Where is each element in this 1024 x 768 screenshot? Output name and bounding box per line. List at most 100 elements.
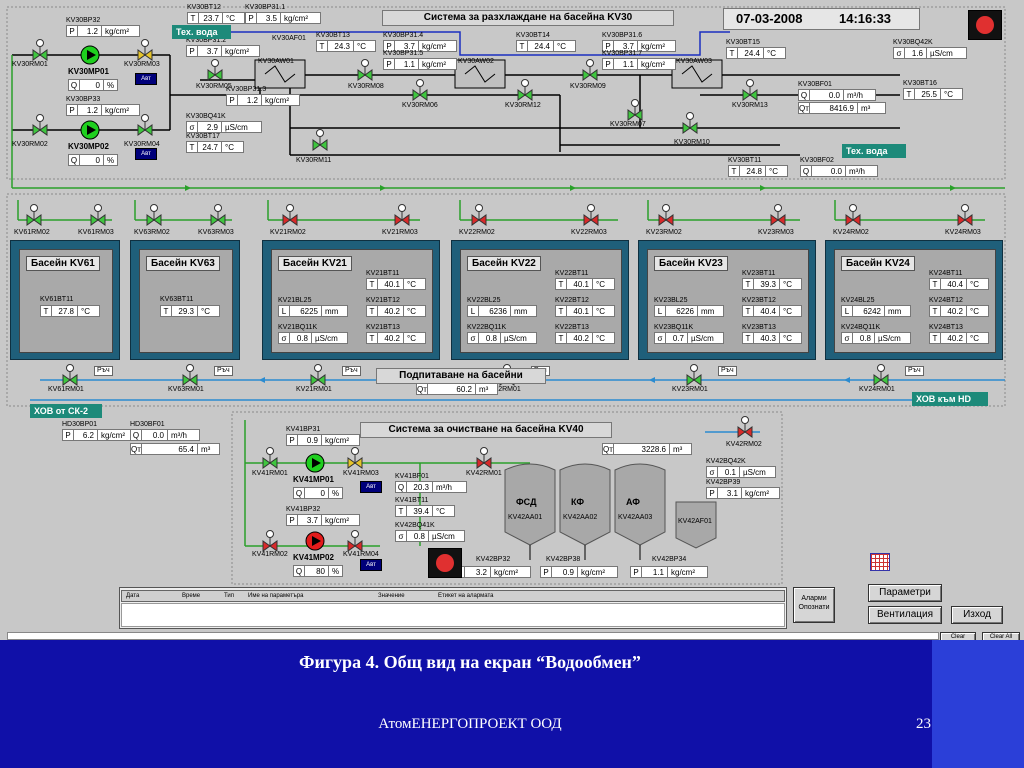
pump-icon[interactable]	[305, 453, 325, 473]
value-number: 3.7	[395, 40, 419, 52]
valve-icon[interactable]	[347, 447, 363, 469]
valve-icon[interactable]	[182, 364, 198, 386]
valve-icon[interactable]	[471, 204, 487, 226]
value-type: P	[286, 434, 298, 446]
mode-badge[interactable]: Авт	[360, 481, 382, 493]
valve-icon[interactable]	[347, 530, 363, 552]
alarms-ack-button[interactable]: Аларми Опознати	[793, 587, 835, 623]
pool-body: Басейн KV61	[19, 249, 113, 353]
valve-icon[interactable]	[312, 129, 328, 151]
value-type: T	[366, 332, 378, 344]
valve-icon[interactable]	[262, 447, 278, 469]
value-type: T	[187, 12, 199, 24]
valve-icon[interactable]	[262, 530, 278, 552]
valve-label: KV24RM02	[833, 229, 869, 236]
valve-icon[interactable]	[682, 112, 698, 134]
value-unit: µS/cm	[875, 332, 911, 344]
clear-button[interactable]: Clear	[940, 632, 976, 640]
valve-icon[interactable]	[26, 204, 42, 226]
valve-icon[interactable]	[627, 99, 643, 121]
clear-all-button[interactable]: Clear All	[982, 632, 1020, 640]
value-number: 40.3	[754, 332, 780, 344]
tag-label: KV22BL25	[467, 297, 501, 304]
value-unit: kg/cm²	[322, 434, 360, 446]
filter-name: КФ	[571, 497, 585, 507]
value-number: 3.7	[614, 40, 638, 52]
pump-icon[interactable]	[305, 531, 325, 551]
value-type: P	[540, 566, 552, 578]
tag-label: KV23BQ11K	[654, 324, 694, 331]
vent-button[interactable]: Вентилация	[868, 606, 942, 624]
tag-label: KV24BT13	[929, 324, 963, 331]
valve-icon[interactable]	[658, 204, 674, 226]
valve-icon[interactable]	[210, 204, 226, 226]
pump-icon[interactable]	[80, 45, 100, 65]
pool-title: Басейн KV24	[841, 256, 915, 271]
valve-label: KV30RM08	[348, 83, 384, 90]
tag-label: KV23BT13	[742, 324, 776, 331]
valve-icon[interactable]	[583, 204, 599, 226]
equipment-label: KV30AW01	[258, 58, 294, 65]
tag-label: KV41BT11	[395, 497, 429, 504]
valve-icon[interactable]	[394, 204, 410, 226]
value-number: 40.1	[378, 278, 404, 290]
value-type: L	[841, 305, 853, 317]
mode-badge[interactable]: Авт	[135, 148, 157, 160]
valve-icon[interactable]	[357, 59, 373, 81]
kv40-title: Система за очистване на басейна KV40	[360, 422, 612, 438]
valve-icon[interactable]	[90, 204, 106, 226]
pool-title: Басейн KV23	[654, 256, 728, 271]
valve-icon[interactable]	[476, 447, 492, 469]
alarm-column-header: Време	[182, 593, 201, 599]
valve-icon[interactable]	[32, 39, 48, 61]
emergency-stop-button-kv40[interactable]	[428, 548, 462, 578]
pump-icon[interactable]	[80, 120, 100, 140]
value-unit: °C	[941, 88, 963, 100]
valve-icon[interactable]	[957, 204, 973, 226]
valve-icon[interactable]	[146, 204, 162, 226]
valve-icon[interactable]	[32, 114, 48, 136]
valve-icon[interactable]	[282, 204, 298, 226]
pump-name: KV41MP01	[293, 475, 334, 484]
alarm-list[interactable]	[121, 603, 785, 627]
valve-icon[interactable]	[737, 416, 753, 438]
value-unit: °C	[780, 305, 802, 317]
mode-badge[interactable]: Авт	[135, 73, 157, 85]
valve-icon[interactable]	[310, 364, 326, 386]
value-type: Qт	[416, 383, 428, 395]
value-number: 40.2	[567, 332, 593, 344]
value-number: 6226	[666, 305, 698, 317]
value-unit: mm	[322, 305, 348, 317]
emergency-stop-button[interactable]	[968, 10, 1002, 40]
valve-icon[interactable]	[207, 59, 223, 81]
manual-badge[interactable]: Ръч	[342, 366, 361, 376]
grid-icon[interactable]	[870, 553, 890, 571]
valve-icon[interactable]	[137, 114, 153, 136]
valve-icon[interactable]	[62, 364, 78, 386]
valve-icon[interactable]	[517, 79, 533, 101]
mode-badge[interactable]: Авт	[360, 559, 382, 571]
valve-icon[interactable]	[686, 364, 702, 386]
manual-badge[interactable]: Ръч	[718, 366, 737, 376]
value-number: 1.1	[395, 58, 419, 70]
valve-icon[interactable]	[412, 79, 428, 101]
value-unit: kg/cm²	[322, 514, 360, 526]
manual-badge[interactable]: Ръч	[94, 366, 113, 376]
exit-button[interactable]: Изход	[951, 606, 1003, 624]
valve-icon[interactable]	[873, 364, 889, 386]
value-unit: kg/cm²	[668, 566, 708, 578]
valve-icon[interactable]	[742, 79, 758, 101]
value-unit: m³/h	[168, 429, 200, 441]
valve-icon[interactable]	[845, 204, 861, 226]
params-button[interactable]: Параметри	[868, 584, 942, 602]
valve-icon[interactable]	[770, 204, 786, 226]
valve-icon[interactable]	[582, 59, 598, 81]
manual-badge[interactable]: Ръч	[214, 366, 233, 376]
valve-label: KV41RM01	[252, 470, 288, 477]
manual-badge[interactable]: Ръч	[905, 366, 924, 376]
valve-icon[interactable]	[137, 39, 153, 61]
